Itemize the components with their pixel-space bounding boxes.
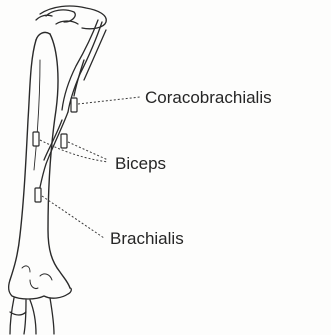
label-biceps: Biceps <box>115 154 166 173</box>
coracobrachialis-leader <box>78 97 140 104</box>
humerus-shaft <box>10 32 70 288</box>
brachialis-branch-tab <box>35 188 41 202</box>
biceps-branch-tab-left <box>33 132 39 146</box>
label-brachialis: Brachialis <box>110 229 184 248</box>
distal-humerus <box>9 266 72 299</box>
forearm-bones <box>10 298 54 334</box>
brachialis-leader <box>42 196 104 238</box>
label-coracobrachialis: Coracobrachialis <box>145 88 272 107</box>
biceps-branch-tab-right <box>61 134 67 148</box>
biceps-leader-upper <box>68 142 108 160</box>
coracobrachialis-branch-tab <box>71 98 77 112</box>
